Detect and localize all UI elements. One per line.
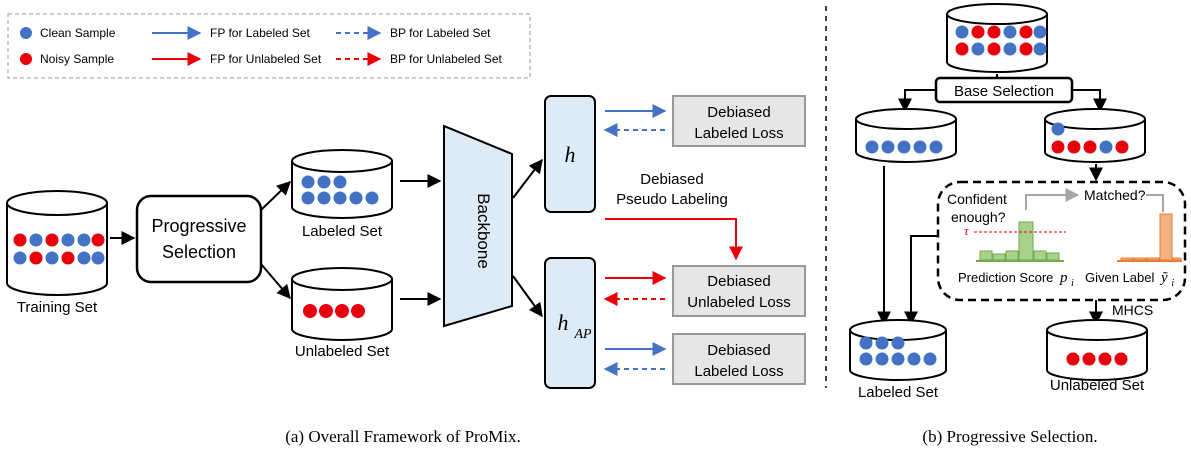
loss2-label-2: Unlabeled Loss: [687, 294, 790, 311]
confident-label-2: enough?: [951, 209, 1006, 225]
loss3-label-2: Labeled Loss: [694, 363, 783, 380]
head-hap-box: [544, 257, 596, 389]
mhcs-label: MHCS: [1112, 302, 1153, 318]
caption-a: (a) Overall Framework of ProMix.: [285, 427, 521, 446]
final-labeled-label: Labeled Set: [858, 384, 939, 401]
training-set-cylinder: [6, 190, 108, 296]
loss1-label-1: Debiased: [707, 104, 770, 121]
progressive-selection-box: [135, 194, 263, 284]
legend-bp-labeled-label: BP for Labeled Set: [390, 26, 491, 40]
pseudo-labeling-arrow: [605, 218, 743, 261]
labeled-set-cylinder: [291, 149, 393, 219]
matched-label: Matched?: [1084, 187, 1146, 203]
final-unlabeled-cylinder: [1046, 319, 1148, 381]
training-set-label: Training Set: [17, 299, 98, 316]
final-unlabeled-label: Unlabeled Set: [1050, 377, 1145, 394]
legend-noisy-label: Noisy Sample: [40, 52, 114, 66]
head-hap-label: h: [558, 310, 569, 335]
legend-clean-label: Clean Sample: [40, 26, 116, 40]
progressive-selection-label-2: Selection: [162, 242, 236, 262]
pseudo-label-1: Debiased: [640, 171, 703, 188]
caption-b: (b) Progressive Selection.: [922, 427, 1097, 446]
given-label-label: Given Label ỹ i: [1085, 270, 1174, 289]
base-labeled-cylinder: [855, 108, 957, 163]
legend: Clean Sample Noisy Sample FP for Labeled…: [7, 13, 531, 79]
input-set-cylinder: [946, 3, 1048, 73]
loss2-box: [672, 265, 806, 317]
backbone-block: [443, 124, 513, 328]
progressive-selection-label-1: Progressive: [151, 216, 246, 236]
base-unlabeled-cylinder: [1044, 108, 1146, 163]
head-h-box: [544, 95, 596, 213]
arrow-base-to-right: [1072, 89, 1107, 113]
legend-noisy-dot: [20, 53, 32, 65]
arrow-selection-to-unlabeled: [260, 263, 291, 300]
confident-label-1: Confident: [947, 191, 1007, 207]
given-label-histogram: [1117, 213, 1182, 262]
arrow-base-to-left: [898, 89, 936, 113]
backbone-label: Backbone: [474, 193, 493, 269]
base-selection-label: Base Selection: [954, 83, 1054, 100]
arrow-selection-to-labeled: [260, 181, 292, 211]
labeled-set-label: Labeled Set: [302, 223, 383, 240]
unlabeled-set-label: Unlabeled Set: [295, 343, 390, 360]
head-h-label: h: [565, 142, 576, 167]
loss1-box: [672, 95, 806, 147]
line-given-to-matched: [1146, 194, 1164, 212]
arrow-confident-to-matched: [1025, 188, 1080, 210]
prediction-score-histogram: [974, 221, 1066, 262]
head-hap-subscript: AP: [573, 327, 592, 342]
loss2-label-1: Debiased: [707, 273, 770, 290]
mhcs-region: [936, 180, 1187, 302]
arrow-backbone-to-hap: [512, 275, 543, 318]
legend-fp-unlabeled-label: FP for Unlabeled Set: [210, 52, 322, 66]
legend-bp-unlabeled-label: BP for Unlabeled Set: [390, 52, 503, 66]
arrow-mhcs-to-final-labeled: [904, 235, 937, 326]
tau-label: τ: [964, 223, 970, 238]
legend-fp-labeled-label: FP for Labeled Set: [210, 26, 311, 40]
final-labeled-cylinder: [849, 319, 947, 381]
prediction-score-label: Prediction Score p i: [958, 270, 1074, 289]
loss1-label-2: Labeled Loss: [694, 125, 783, 142]
legend-frame: [7, 13, 531, 79]
unlabeled-set-cylinder: [291, 267, 393, 341]
loss3-box: [672, 333, 806, 385]
legend-clean-dot: [20, 27, 32, 39]
loss3-label-1: Debiased: [707, 342, 770, 359]
arrow-backbone-to-h: [512, 158, 543, 199]
pseudo-label-2: Pseudo Labeling: [616, 191, 728, 208]
